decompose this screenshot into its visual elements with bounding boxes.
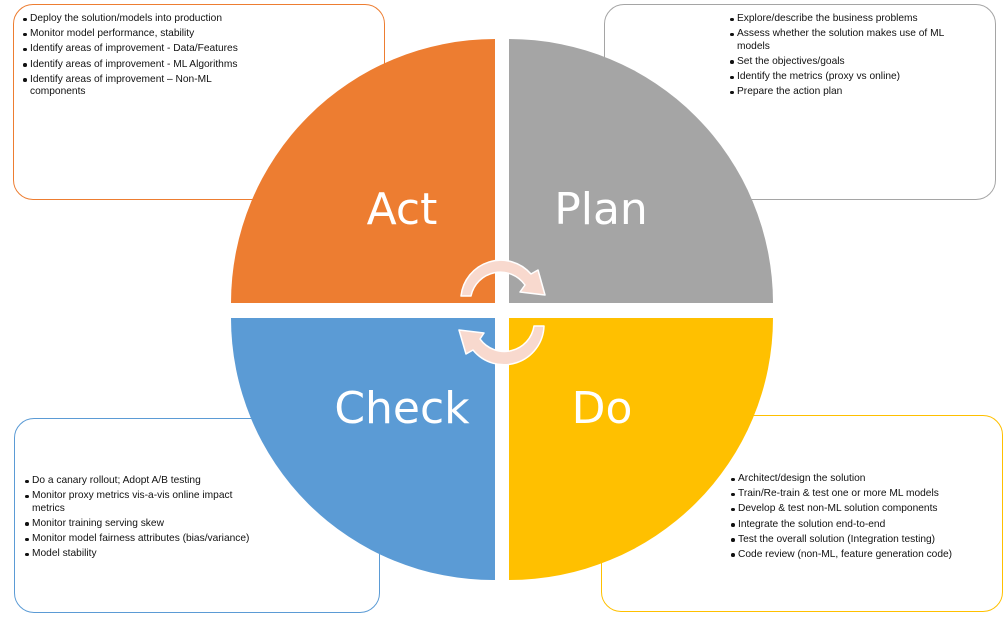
plan-list: Explore/describe the business problems A… [730, 13, 960, 101]
act-quadrant [231, 39, 495, 303]
do-label: Do [571, 383, 633, 434]
check-item: Do a canary rollout; Adopt A/B testing [25, 475, 255, 488]
do-list: Architect/design the solution Train/Re-t… [731, 473, 991, 564]
act-item: Identify areas of improvement - Data/Fea… [23, 43, 253, 56]
plan-item: Prepare the action plan [730, 86, 960, 99]
cycle-arrows-icon [458, 259, 546, 366]
act-item: Identify areas of improvement – Non-ML c… [23, 74, 253, 99]
plan-item: Explore/describe the business problems [730, 13, 960, 26]
check-list: Do a canary rollout; Adopt A/B testing M… [25, 475, 255, 563]
check-item: Monitor proxy metrics vis-a-vis online i… [25, 490, 255, 515]
do-item: Integrate the solution end-to-end [731, 519, 991, 532]
plan-item: Identify the metrics (proxy vs online) [730, 71, 960, 84]
do-item: Develop & test non-ML solution component… [731, 503, 991, 516]
check-label: Check [334, 383, 470, 434]
act-box: Deploy the solution/models into producti… [13, 4, 385, 200]
do-item: Test the overall solution (Integration t… [731, 534, 991, 547]
plan-item: Assess whether the solution makes use of… [730, 28, 960, 53]
do-quadrant [509, 318, 773, 580]
act-item: Monitor model performance, stability [23, 28, 253, 41]
plan-item: Set the objectives/goals [730, 56, 960, 69]
do-item: Architect/design the solution [731, 473, 991, 486]
do-item: Train/Re-train & test one or more ML mod… [731, 488, 991, 501]
act-item: Deploy the solution/models into producti… [23, 13, 253, 26]
act-label: Act [366, 184, 438, 235]
check-item: Monitor model fairness attributes (bias/… [25, 533, 255, 546]
plan-quadrant [509, 39, 773, 303]
check-item: Monitor training serving skew [25, 518, 255, 531]
do-item: Code review (non-ML, feature generation … [731, 549, 991, 562]
check-quadrant [230, 318, 495, 581]
plan-label: Plan [554, 184, 648, 235]
act-list: Deploy the solution/models into producti… [23, 13, 253, 101]
act-item: Identify areas of improvement - ML Algor… [23, 59, 253, 72]
check-item: Model stability [25, 548, 255, 561]
